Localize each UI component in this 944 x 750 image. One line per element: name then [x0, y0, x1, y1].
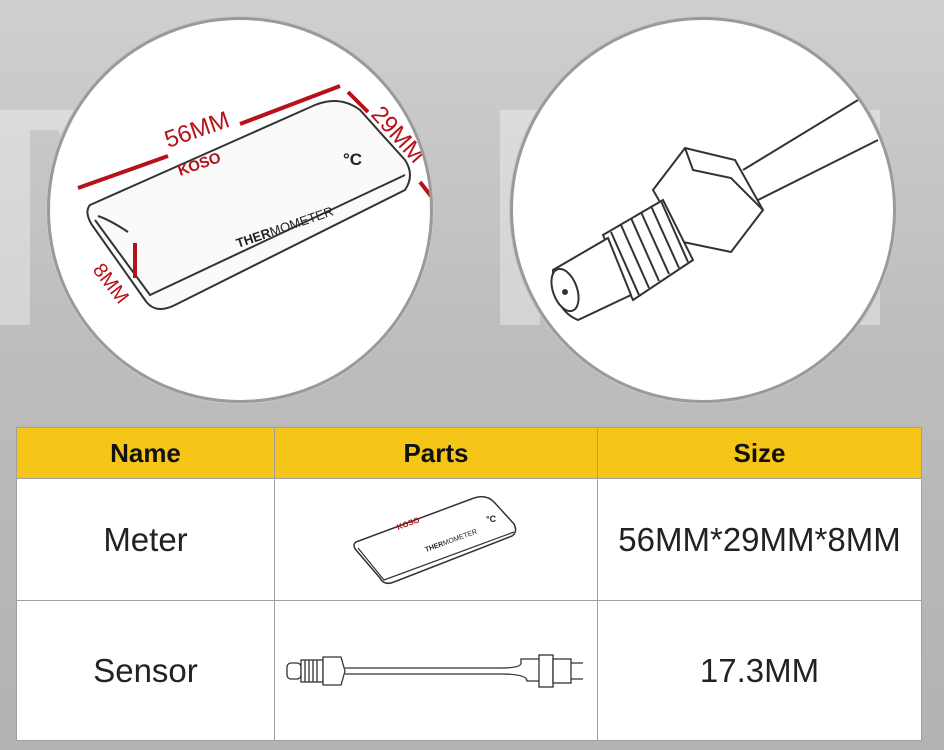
thermometer-device-drawing: [86, 100, 411, 310]
table-divider: [17, 478, 921, 479]
thumbnail-unit-text: °C: [486, 514, 497, 524]
table-row: Meter KOSO °C THERMOMETER 56MM*29MM*8MM: [17, 479, 921, 600]
meter-dimension-illustration: 56MM 29MM 8MM KOSO °C THERMOMETER: [47, 17, 433, 403]
row-meter-name: Meter: [17, 479, 275, 600]
sensor-thumbnail-icon: [286, 653, 583, 688]
sensor-drawing: [550, 99, 879, 322]
meter-thumbnail-icon: KOSO °C THERMOMETER: [353, 495, 517, 584]
row-meter-size: 56MM*29MM*8MM: [618, 520, 901, 558]
unit-celsius-text: °C: [343, 150, 362, 169]
row-meter-part-image: KOSO °C THERMOMETER: [275, 479, 598, 600]
dimension-lines: [77, 84, 430, 278]
table-header-row: Name Parts Size: [17, 428, 921, 478]
table-row: Sensor 17.3MM: [17, 601, 921, 740]
row-sensor-part-image: [275, 601, 598, 740]
header-size: Size: [733, 437, 786, 468]
header-parts: Parts: [275, 428, 598, 478]
spec-table: Name Parts Size Meter KOSO °C THERMOMETE…: [16, 427, 922, 741]
row-sensor-name: Sensor: [17, 601, 275, 740]
table-divider: [17, 600, 921, 601]
sensor-closeup-illustration: [510, 17, 896, 403]
header-name: Name: [17, 428, 275, 478]
row-sensor-size: 17.3MM: [699, 651, 820, 689]
